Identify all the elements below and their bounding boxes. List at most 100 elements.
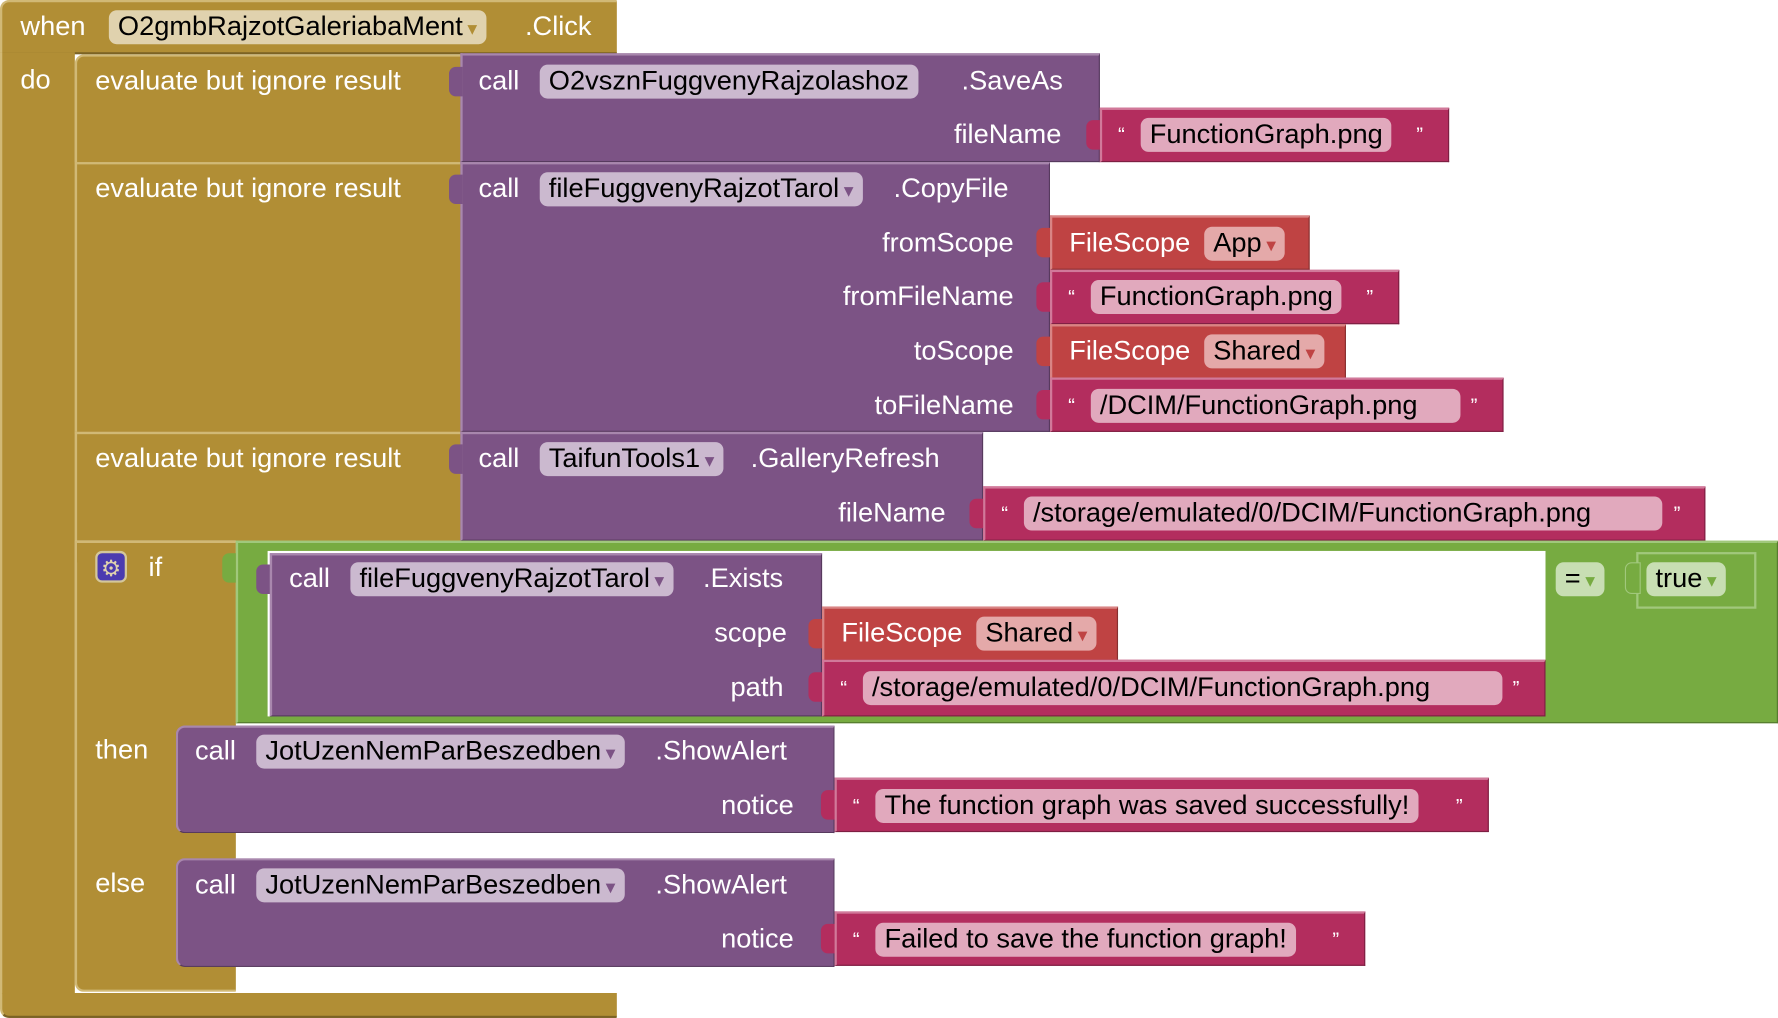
arg-label: fromScope: [882, 227, 1014, 259]
chevron-down-icon: ▾: [1585, 570, 1595, 592]
arg-label: path: [730, 672, 784, 703]
component-name: fileFuggvenyRajzotTarol: [548, 173, 840, 205]
open-quote: “: [840, 676, 848, 700]
arg-label: fileName: [838, 497, 946, 529]
close-quote: ”: [1416, 123, 1424, 147]
event-block-footer: [0, 993, 617, 1018]
socket-notch: [1036, 227, 1050, 258]
else-label: else: [95, 868, 146, 899]
evaluate-block-3[interactable]: [74, 431, 463, 541]
call-label: call: [289, 563, 330, 595]
open-quote: “: [1001, 502, 1009, 525]
chevron-down-icon: ▾: [654, 570, 665, 592]
text-value: FunctionGraph.png: [1099, 281, 1333, 312]
chevron-down-icon: ▾: [704, 450, 715, 472]
operator-dropdown[interactable]: =▾: [1555, 562, 1604, 597]
filescope-value: Shared: [1213, 335, 1302, 367]
event-component-name: O2gmbRajzotGaleriabaMent: [117, 11, 463, 42]
evaluate-block-1[interactable]: [74, 54, 463, 163]
filescope-dropdown[interactable]: Shared▾: [976, 616, 1097, 651]
component-name: O2vsznFuggvenyRajzolashoz: [548, 65, 909, 97]
text-value-field[interactable]: /storage/emulated/0/DCIM/FunctionGraph.p…: [862, 671, 1503, 706]
component-dropdown-exists[interactable]: fileFuggvenyRajzotTarol▾: [350, 562, 674, 597]
socket-notch: [969, 498, 984, 529]
filescope-value: App: [1213, 227, 1262, 259]
method-name: .ShowAlert: [655, 869, 787, 901]
filescope-prefix: FileScope: [1069, 227, 1191, 259]
evaluate-block-2[interactable]: [74, 162, 463, 432]
arg-label: notice: [721, 790, 794, 821]
component-dropdown-saveas[interactable]: O2vsznFuggvenyRajzolashoz: [539, 64, 918, 99]
text-value: /storage/emulated/0/DCIM/FunctionGraph.p…: [1032, 497, 1592, 529]
socket-notch: [820, 790, 835, 820]
text-value: /storage/emulated/0/DCIM/FunctionGraph.p…: [871, 672, 1431, 703]
event-name: .Click: [524, 11, 592, 42]
component-name: fileFuggvenyRajzotTarol: [359, 563, 650, 595]
evaluate-label-3: evaluate but ignore result: [95, 443, 401, 474]
chevron-down-icon: ▾: [1305, 342, 1316, 364]
chevron-down-icon: ▾: [605, 876, 616, 898]
operator-value: =: [1564, 563, 1581, 595]
text-value: /DCIM/FunctionGraph.png: [1099, 389, 1418, 421]
method-name: .GalleryRefresh: [750, 443, 940, 474]
event-block-body: [0, 52, 75, 1000]
arg-label: toScope: [913, 335, 1014, 367]
text-value-field[interactable]: The function graph was saved successfull…: [875, 788, 1419, 823]
component-name: JotUzenNemParBeszedben: [265, 735, 602, 767]
filescope-dropdown[interactable]: Shared▾: [1204, 334, 1325, 369]
text-value-field[interactable]: FunctionGraph.png: [1140, 117, 1392, 152]
open-quote: “: [1068, 285, 1075, 309]
socket-notch: [256, 564, 270, 595]
close-quote: ”: [1366, 285, 1374, 309]
open-quote: “: [852, 928, 860, 952]
do-label: do: [20, 64, 51, 96]
close-quote: ”: [1470, 394, 1478, 418]
open-quote: “: [1118, 123, 1125, 147]
text-value-field[interactable]: /storage/emulated/0/DCIM/FunctionGraph.p…: [1023, 496, 1663, 531]
component-dropdown-taifuntools[interactable]: TaifunTools1▾: [539, 442, 724, 477]
open-quote: “: [852, 794, 860, 818]
chevron-down-icon: ▾: [843, 180, 854, 202]
component-dropdown-copyfile[interactable]: fileFuggvenyRajzotTarol▾: [539, 172, 863, 207]
component-name: TaifunTools1: [548, 443, 701, 474]
arg-label: notice: [721, 923, 794, 955]
evaluate-label-2: evaluate but ignore result: [95, 173, 401, 205]
if-label: if: [148, 552, 163, 583]
close-quote: ”: [1332, 928, 1340, 952]
filescope-dropdown[interactable]: App▾: [1204, 226, 1285, 261]
text-value-field[interactable]: FunctionGraph.png: [1090, 279, 1342, 315]
chevron-down-icon: ▾: [467, 18, 478, 40]
socket-notch: [808, 672, 823, 702]
event-component-dropdown[interactable]: O2gmbRajzotGaleriabaMent▾: [108, 10, 487, 45]
arg-label: fromFileName: [842, 281, 1014, 312]
close-quote: ”: [1673, 502, 1681, 525]
close-quote: ”: [1455, 794, 1463, 818]
method-name: .ShowAlert: [655, 735, 787, 767]
boolean-value: true: [1655, 563, 1703, 595]
socket-notch: [449, 174, 463, 205]
open-quote: “: [1068, 394, 1075, 418]
boolean-dropdown[interactable]: true▾: [1646, 562, 1726, 597]
chevron-down-icon: ▾: [1077, 624, 1088, 647]
socket-notch: [222, 553, 236, 583]
socket-notch: [1036, 389, 1050, 420]
socket-notch: [1624, 562, 1641, 595]
socket-notch: [1036, 336, 1050, 367]
text-value: FunctionGraph.png: [1149, 119, 1383, 150]
arg-label: fileName: [953, 119, 1062, 150]
filescope-prefix: FileScope: [841, 617, 963, 649]
close-quote: ”: [1512, 676, 1520, 700]
method-name: .SaveAs: [961, 65, 1063, 97]
call-label: call: [478, 443, 520, 474]
gear-icon[interactable]: ⚙: [95, 550, 127, 583]
component-dropdown-showalert[interactable]: JotUzenNemParBeszedben▾: [256, 868, 625, 903]
chevron-down-icon: ▾: [1266, 234, 1276, 257]
component-dropdown-showalert[interactable]: JotUzenNemParBeszedben▾: [256, 734, 625, 769]
when-label: when: [20, 11, 86, 42]
socket-notch: [1086, 120, 1100, 150]
text-value-field[interactable]: /DCIM/FunctionGraph.png: [1090, 388, 1461, 423]
filescope-prefix: FileScope: [1069, 335, 1191, 367]
text-value-field[interactable]: Failed to save the function graph!: [875, 922, 1296, 957]
call-block-copyfile[interactable]: [460, 162, 1050, 432]
